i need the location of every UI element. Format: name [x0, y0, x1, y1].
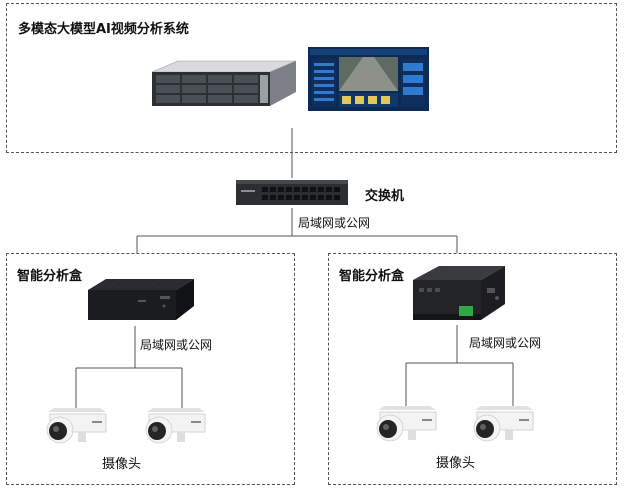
ai-system-box: 多模态大模型AI视频分析系统 [6, 3, 617, 153]
left-camera-1-icon [46, 408, 107, 444]
right-box-network-label: 局域网或公网 [469, 336, 542, 350]
switch-label: 交换机 [365, 189, 405, 204]
right-analysis-box-group: 智能分析盒 [328, 253, 617, 485]
right-analysis-box-image [413, 266, 505, 320]
right-camera-label: 摄像头 [436, 456, 476, 471]
monitor-dashboard-image [308, 47, 429, 111]
left-analysis-box-group: 智能分析盒 [6, 253, 295, 485]
left-box-network-label: 局域网或公网 [140, 338, 213, 352]
right-box-title: 智能分析盒 [339, 269, 405, 284]
right-camera-1-icon [376, 406, 437, 442]
network-switch-image [236, 180, 348, 205]
left-box-title: 智能分析盒 [17, 269, 83, 284]
left-camera-2-icon [145, 408, 206, 444]
right-camera-2-icon [473, 406, 534, 442]
left-camera-label: 摄像头 [102, 457, 142, 472]
switch-network-label: 局域网或公网 [298, 216, 371, 230]
system-title: 多模态大模型AI视频分析系统 [18, 22, 189, 37]
rack-server-image [151, 60, 297, 106]
left-analysis-box-image [88, 279, 194, 320]
